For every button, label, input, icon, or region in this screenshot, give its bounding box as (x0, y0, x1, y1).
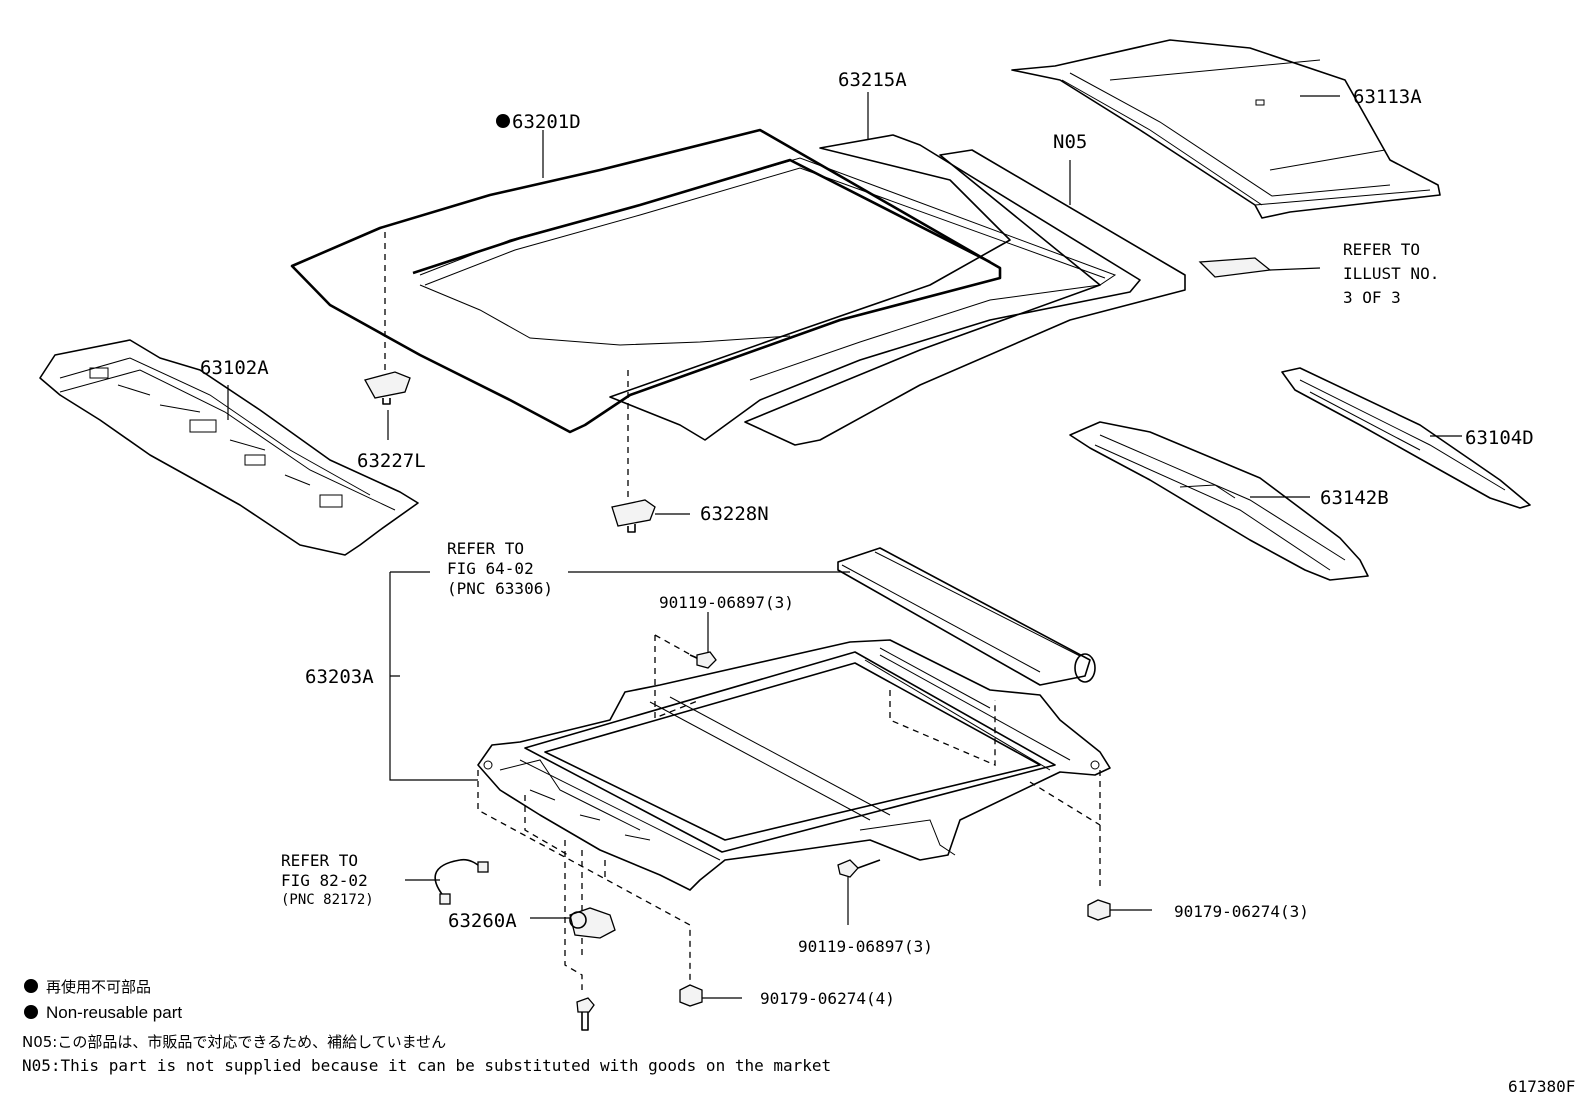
roof-bow-63142b (1069, 421, 1369, 581)
label-63104d: 63104D (1465, 427, 1534, 449)
label-nut-right: 90179-06274(3) (1174, 902, 1309, 921)
frame-guide-lines (477, 634, 1101, 990)
label-63203a: 63203A (305, 666, 374, 688)
nonreusable-marker (496, 114, 510, 128)
label-refer-fig64-3: (PNC 63306) (447, 579, 553, 598)
figure-id: 617380F (1508, 1077, 1575, 1096)
label-refer-illust-2: ILLUST NO. (1343, 264, 1439, 283)
bolt-90119-top (689, 612, 717, 669)
label-refer-illust-3: 3 OF 3 (1343, 288, 1401, 307)
label-refer-fig64-1: REFER TO (447, 539, 524, 558)
roof-panel-63113a (1011, 39, 1441, 219)
plate-refer-illust (1198, 257, 1321, 278)
sunshade-roller (837, 547, 1096, 686)
note-n05-jp: N05:この部品は、市販品で対応できるため、補給していません (22, 1033, 446, 1051)
label-bolt-top: 90119-06897(3) (659, 593, 794, 612)
label-63113a: 63113A (1353, 86, 1422, 108)
screw-bottom (576, 997, 595, 1031)
headliner-n05 (744, 149, 1186, 446)
legend-jp: 再使用不可部品 (46, 978, 151, 996)
label-bolt-bottom: 90119-06897(3) (798, 937, 933, 956)
leader-lines (387, 92, 1340, 781)
legend-dot-jp (24, 979, 38, 993)
legend-en: Non-reusable part (46, 1003, 182, 1022)
label-63102a: 63102A (200, 357, 269, 379)
front-header-63102a (39, 339, 419, 556)
label-refer-fig82-3: (PNC 82172) (281, 892, 374, 908)
nut-90179-right (1087, 899, 1152, 921)
sunroof-glass-63201d (290, 128, 1002, 434)
label-63227l: 63227L (357, 450, 426, 472)
legend-dot-en (24, 1005, 38, 1019)
label-63201d: 63201D (512, 111, 581, 133)
label-refer-fig82-2: FIG 82-02 (281, 871, 368, 890)
label-refer-illust-1: REFER TO (1343, 240, 1420, 259)
label-63228n: 63228N (700, 503, 769, 525)
sunroof-housing-63203a (477, 639, 1111, 891)
label-refer-fig82-1: REFER TO (281, 851, 358, 870)
label-nut-bottom: 90179-06274(4) (760, 989, 895, 1008)
clip-63227l (364, 371, 411, 405)
label-refer-fig64-2: FIG 64-02 (447, 559, 534, 578)
motor-63260a (530, 907, 616, 939)
bolt-90119-bottom (837, 859, 881, 925)
label-63215a: 63215A (838, 69, 907, 91)
nut-90179-bottom (679, 984, 742, 1007)
wire-harness-82172 (405, 858, 489, 905)
label-63142b: 63142B (1320, 487, 1389, 509)
label-63260a: 63260A (448, 910, 517, 932)
rear-rail-63104d (1281, 367, 1531, 509)
note-n05-en: N05:This part is not supplied because it… (22, 1056, 831, 1075)
label-n05: N05 (1053, 131, 1087, 153)
sunroof-deflector-63215a (419, 134, 1141, 441)
clip-63228n (611, 499, 690, 533)
